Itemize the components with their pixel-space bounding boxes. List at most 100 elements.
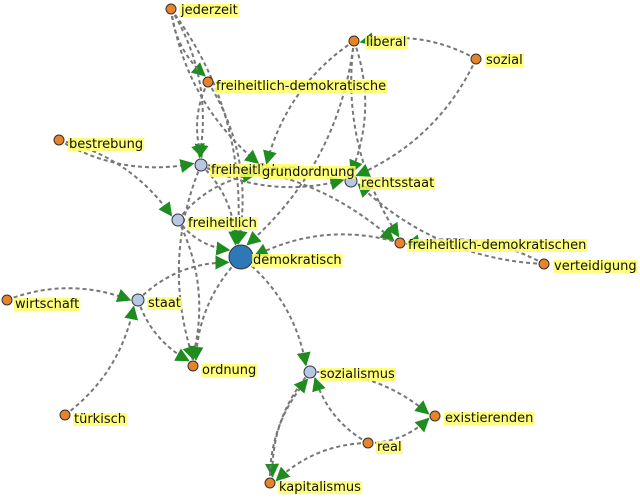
label-highlight-staat <box>147 297 182 310</box>
node-staat[interactable] <box>131 293 145 307</box>
edge-liberal-to-rechtsstaat <box>349 40 367 175</box>
edge-staat-to-demokratisch <box>137 255 230 301</box>
label-highlight-freiheitlich_demokratische <box>215 80 388 93</box>
label-group-demokratisch: demokratisch <box>252 253 343 268</box>
label-group-wirtschaft: wirtschaft <box>14 297 81 312</box>
label-highlight-bestrebung <box>68 138 145 151</box>
edge-jederzeit-to-freiheitlichen <box>170 8 209 159</box>
label-real: real <box>377 440 402 455</box>
edge-staat-to-ordnung <box>137 299 190 362</box>
label-group-liberal: liberal <box>365 35 408 50</box>
label-sozial: sozial <box>486 53 523 68</box>
edge-liberal-to-grundordnung <box>263 40 355 165</box>
label-group-bestrebung: bestrebung <box>68 137 145 152</box>
label-highlight-rechtsstaat <box>360 177 436 190</box>
edge-real-to-sozialismus <box>312 376 369 444</box>
label-highlight-demokratisch <box>252 254 343 267</box>
label-wirtschaft: wirtschaft <box>15 297 79 312</box>
label-highlight-tuerkisch <box>73 413 127 426</box>
edge-demokratisch-to-ordnung <box>189 256 242 361</box>
label-group-ordnung: ordnung <box>201 363 258 378</box>
node-verteidigung[interactable] <box>538 258 550 270</box>
label-group-tuerkisch: türkisch <box>73 412 127 427</box>
label-highlight-sozialismus <box>319 368 397 381</box>
label-freiheitlich_demokratischen: freiheitlich-demokratischen <box>408 238 586 253</box>
label-verteidigung: verteidigung <box>554 259 637 274</box>
edge-jederzeit-to-grundordnung <box>170 8 260 164</box>
label-highlight-real <box>376 441 403 454</box>
label-highlight-freiheitlich <box>187 217 258 230</box>
label-bestrebung: bestrebung <box>69 137 143 152</box>
label-group-freiheitlich: freiheitlich <box>187 216 258 231</box>
label-group-kapitalismus: kapitalismus <box>278 480 363 495</box>
label-sozialismus: sozialismus <box>320 367 395 382</box>
node-liberal[interactable] <box>348 35 360 47</box>
node-freiheitlichen[interactable] <box>194 158 208 172</box>
node-tuerkisch[interactable] <box>59 409 71 421</box>
edge-freiheitlich_demokratischen-to-demokratisch <box>253 233 401 257</box>
node-real[interactable] <box>362 437 374 449</box>
label-existierenden: existierenden <box>445 411 533 426</box>
node-ordnung[interactable] <box>187 360 199 372</box>
label-group-grundordnung: grundordnung <box>261 165 356 180</box>
label-group-sozial: sozial <box>485 53 524 68</box>
edge-liberal-to-freiheitlich_demokratischen <box>350 40 400 238</box>
label-group-existierenden: existierenden <box>444 411 535 426</box>
edge-layer <box>6 8 545 484</box>
label-group-real: real <box>376 440 403 455</box>
node-jederzeit[interactable] <box>165 3 177 15</box>
edge-freiheitlichen-to-ordnung <box>177 164 202 361</box>
label-layer: jederzeit liberal sozial freiheitlich-demok… <box>14 3 638 495</box>
edge-liberal-to-demokratisch <box>246 40 355 246</box>
label-freiheitlich_demokratische: freiheitlich-demokratische <box>216 79 386 94</box>
edge-freiheitlich-to-ordnung <box>177 219 203 361</box>
label-group-sozialismus: sozialismus <box>319 367 397 382</box>
label-highlight-ordnung <box>201 364 258 377</box>
label-highlight-freiheitlich_demokratischen <box>407 239 588 252</box>
node-freiheitlich_demokratische[interactable] <box>202 76 214 88</box>
edge-wirtschaft-to-staat <box>6 287 132 303</box>
edge-freiheitlich_demokratische-to-freiheitlichen <box>191 81 209 159</box>
label-grundordnung: grundordnung <box>262 165 355 180</box>
node-freiheitlich[interactable] <box>171 213 185 227</box>
node-demokratisch[interactable] <box>228 244 254 270</box>
label-highlight-sozial <box>485 54 524 67</box>
edge-kapitalismus-to-sozialismus <box>268 378 309 484</box>
edge-jederzeit-to-demokratisch <box>170 8 246 245</box>
label-highlight-jederzeit <box>179 4 239 17</box>
edge-tuerkisch-to-staat <box>64 305 139 416</box>
node-freiheitlich_demokratischen[interactable] <box>394 237 406 249</box>
edge-demokratisch-to-sozialismus <box>240 256 311 367</box>
node-sozial[interactable] <box>470 53 482 65</box>
edge-freiheitlich-to-grundordnung <box>177 169 257 221</box>
label-ordnung: ordnung <box>202 363 256 378</box>
label-highlight-grundordnung <box>261 166 356 179</box>
label-group-jederzeit: jederzeit <box>179 3 239 18</box>
edge-real-to-kapitalismus <box>275 442 369 482</box>
label-jederzeit: jederzeit <box>180 3 238 18</box>
label-freiheitlich: freiheitlich <box>188 216 257 231</box>
edge-freiheitlichen-to-freiheitlich_demokratischen <box>200 164 395 242</box>
node-kapitalismus[interactable] <box>264 477 276 489</box>
label-rechtsstaat: rechtsstaat <box>361 176 434 191</box>
edge-freiheitlichen-to-demokratisch <box>200 164 243 246</box>
node-sozialismus[interactable] <box>303 365 317 379</box>
label-highlight-liberal <box>365 36 408 49</box>
node-bestrebung[interactable] <box>53 134 65 146</box>
label-tuerkisch: türkisch <box>74 412 126 427</box>
label-liberal: liberal <box>366 35 406 50</box>
label-staat: staat <box>148 296 181 311</box>
label-highlight-verteidigung <box>553 260 638 273</box>
label-group-freiheitlich_demokratische: freiheitlich-demokratische <box>215 79 388 94</box>
label-highlight-wirtschaft <box>14 298 81 311</box>
label-group-staat: staat <box>147 296 182 311</box>
label-kapitalismus: kapitalismus <box>279 480 361 495</box>
label-group-verteidigung: verteidigung <box>553 259 638 274</box>
edge-freiheitlich-to-demokratisch <box>177 219 231 256</box>
label-group-rechtsstaat: rechtsstaat <box>360 176 436 191</box>
node-existierenden[interactable] <box>429 410 441 422</box>
node-wirtschaft[interactable] <box>1 294 13 306</box>
label-highlight-existierenden <box>444 412 535 425</box>
label-group-freiheitlich_demokratischen: freiheitlich-demokratischen <box>407 238 588 253</box>
